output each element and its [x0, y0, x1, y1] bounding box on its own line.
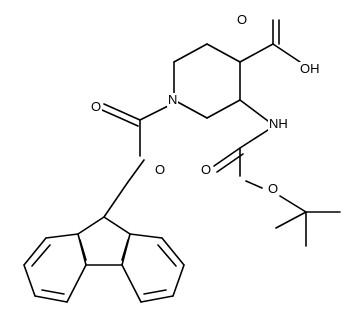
- tbu-methyl-bond: [275, 211, 307, 229]
- boc-nh-bond: [239, 99, 269, 122]
- benzene-left-double: [79, 239, 87, 261]
- atom-label-boc-carbonyl-oxygen: O: [200, 162, 213, 177]
- fmoc-ch2-bond: [103, 181, 129, 218]
- benzene-right-double: [121, 239, 129, 261]
- benzene-left-double: [31, 244, 51, 267]
- ring-bond: [173, 99, 208, 119]
- acid-oh-bond: [272, 43, 301, 63]
- benzene-right-bond: [140, 295, 174, 303]
- ring-bond: [173, 43, 208, 63]
- benzene-right-bond: [129, 233, 163, 239]
- fluorene-bond: [103, 216, 131, 235]
- benzene-right-bond: [121, 264, 142, 303]
- ring-bond: [206, 43, 241, 63]
- benzene-left-bond: [45, 233, 79, 239]
- benzene-left-bond: [66, 264, 87, 303]
- atom-label-fmoc-ester-oxygen: O: [154, 162, 167, 177]
- boc-tbu-bond: [279, 195, 307, 213]
- benzene-right-bond: [172, 264, 185, 297]
- fmoc-ester-bond: [127, 159, 145, 183]
- fluorene-bond: [77, 233, 87, 266]
- atom-label-boc-ester-oxygen: O: [267, 181, 280, 196]
- boc-double-bond: [213, 147, 241, 167]
- boc-double-bond: [216, 153, 244, 173]
- fmoc-double-bond: [101, 109, 139, 127]
- benzene-right-double: [157, 244, 177, 267]
- benzene-right-bond: [161, 237, 185, 266]
- benzene-left-bond: [23, 264, 36, 297]
- fluorene-bond: [77, 216, 105, 235]
- fmoc-bond: [139, 103, 173, 121]
- fmoc-double-bond: [103, 103, 141, 121]
- boc-ester-bond: [245, 180, 263, 189]
- atom-label-acid-oxygen: O: [236, 12, 249, 27]
- boc-bond: [239, 129, 269, 149]
- atom-label-fmoc-carbonyl-oxygen: O: [90, 99, 103, 114]
- benzene-right-double: [143, 289, 167, 295]
- fluorene-bond: [121, 233, 131, 266]
- benzene-left-bond: [23, 237, 47, 266]
- atom-label-boc-nh: NH: [268, 116, 289, 131]
- ring-bond: [206, 99, 241, 119]
- benzene-left-bond: [34, 295, 68, 303]
- benzene-left-double: [41, 289, 65, 295]
- atom-label-acid-hydroxyl: OH: [299, 61, 321, 76]
- atom-label-ring-nitrogen: N: [167, 92, 179, 107]
- acid-bond: [239, 43, 274, 63]
